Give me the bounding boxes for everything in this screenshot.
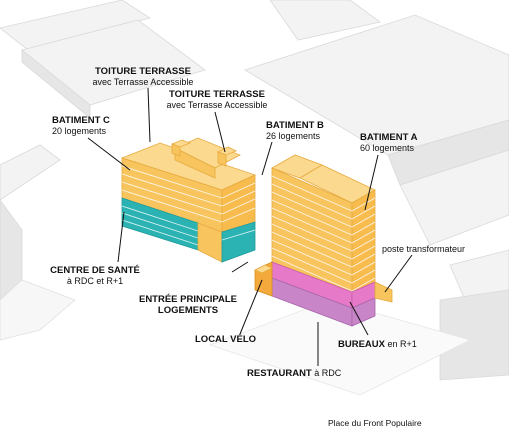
floor-line (271, 247, 353, 284)
label-roof-b-title: TOITURE TERRASSE (169, 89, 265, 100)
label-local-velo-title: LOCAL VÉLO (195, 334, 257, 345)
floor-line (351, 269, 376, 284)
floor-line (351, 253, 376, 268)
local-velo-roof (254, 264, 273, 274)
label-roof-c-title: TOITURE TERRASSE (95, 66, 191, 77)
label-batiment-a: BATIMENT A 60 logements (360, 132, 418, 154)
label-batiment-c-subtitle: 20 logements (52, 126, 107, 136)
label-centre-sante-title: CENTRE DE SANTÉ (50, 265, 140, 276)
floor-line (271, 183, 353, 220)
leader-batiment-b (261, 141, 273, 176)
context-block-right-middle (399, 149, 509, 246)
batiment-a-b-volume (254, 154, 393, 327)
label-entree-line2: LOGEMENTS (157, 305, 219, 316)
label-entree-principale: ENTRÉE PRINCIPALE LOGEMENTS (128, 294, 248, 316)
floor-line (351, 237, 376, 252)
label-bureaux-title: BUREAUX (338, 339, 385, 350)
floor-line (271, 207, 353, 244)
label-place-text: Place du Front Populaire (328, 418, 422, 428)
label-roof-b-subtitle: avec Terrasse Accessible (166, 100, 268, 110)
floor-line (351, 245, 376, 260)
floor-line (271, 199, 353, 236)
label-restaurant: RESTAURANT à RDC (247, 368, 341, 379)
leader-lines (87, 87, 413, 366)
floor-line (271, 175, 353, 212)
label-batiment-a-subtitle: 60 logements (360, 143, 415, 153)
floor-line (271, 239, 353, 276)
label-entree-line1: ENTRÉE PRINCIPALE (138, 294, 237, 305)
floor-line (351, 221, 376, 236)
label-roof-b: TOITURE TERRASSE avec Terrasse Accessibl… (152, 89, 282, 111)
label-batiment-b: BATIMENT B 26 logements (266, 120, 324, 142)
label-poste-text: poste transformateur (382, 244, 466, 254)
label-restaurant-suffix: à RDC (311, 368, 342, 378)
context-buildings (0, 0, 509, 396)
floor-line (351, 213, 376, 228)
floor-line (351, 277, 376, 292)
context-block-left-top (0, 144, 61, 201)
context-square-outline (208, 299, 472, 396)
label-restaurant-title: RESTAURANT (247, 368, 312, 379)
floor-line (351, 197, 376, 212)
leader-batiment-a (364, 154, 379, 211)
label-local-velo: LOCAL VÉLO (195, 334, 256, 345)
batiment-c-side-lower (221, 221, 256, 263)
context-block-top-right (269, 0, 381, 41)
floor-line (271, 191, 353, 228)
batiment-c-roof-kiosk-2-face (217, 151, 227, 167)
label-roof-c: TOITURE TERRASSE avec Terrasse Accessibl… (78, 66, 208, 88)
label-batiment-b-title: BATIMENT B (266, 120, 324, 131)
context-block-top-left (0, 0, 151, 51)
leader-roof-b (214, 111, 226, 153)
leader-poste (384, 254, 413, 293)
floor-line (351, 229, 376, 244)
floor-line (351, 205, 376, 220)
label-batiment-c-title: BATIMENT C (52, 115, 110, 126)
context-ground-left (0, 279, 76, 341)
floor-line (271, 255, 353, 292)
floor-line (271, 223, 353, 260)
context-block-right-top (244, 14, 509, 156)
leader-local-velo (239, 279, 263, 335)
context-block-right-side (387, 119, 509, 186)
floor-line (351, 261, 376, 276)
leader-centre-sante (117, 211, 125, 263)
label-place-front-populaire: Place du Front Populaire (328, 418, 422, 429)
label-poste-transformateur: poste transformateur (382, 244, 465, 255)
leader-roof-c (147, 87, 151, 143)
context-block-upper-left-side (21, 49, 91, 119)
batiment-c-volume (120, 137, 257, 263)
label-batiment-a-title: BATIMENT A (360, 132, 418, 143)
label-centre-sante: CENTRE DE SANTÉ à RDC et R+1 (40, 265, 150, 287)
floor-line (271, 231, 353, 268)
floor-line (271, 215, 353, 252)
label-bureaux: BUREAUX en R+1 (338, 339, 417, 350)
label-batiment-b-subtitle: 26 logements (266, 131, 321, 141)
batiment-c-roof-volume-face (174, 147, 216, 179)
batiment-c-roof-kiosk-1-face (171, 143, 181, 157)
leader-entree (231, 261, 249, 273)
leader-batiment-c (87, 137, 131, 171)
poste-transformateur-volume (374, 281, 393, 303)
label-bureaux-suffix: en R+1 (384, 339, 417, 349)
label-batiment-c: BATIMENT C 20 logements (52, 115, 110, 137)
label-roof-c-subtitle: avec Terrasse Accessible (92, 77, 194, 87)
leader-bureaux (349, 301, 369, 336)
label-centre-sante-subtitle: à RDC et R+1 (66, 276, 124, 286)
restaurant-side (351, 297, 376, 327)
